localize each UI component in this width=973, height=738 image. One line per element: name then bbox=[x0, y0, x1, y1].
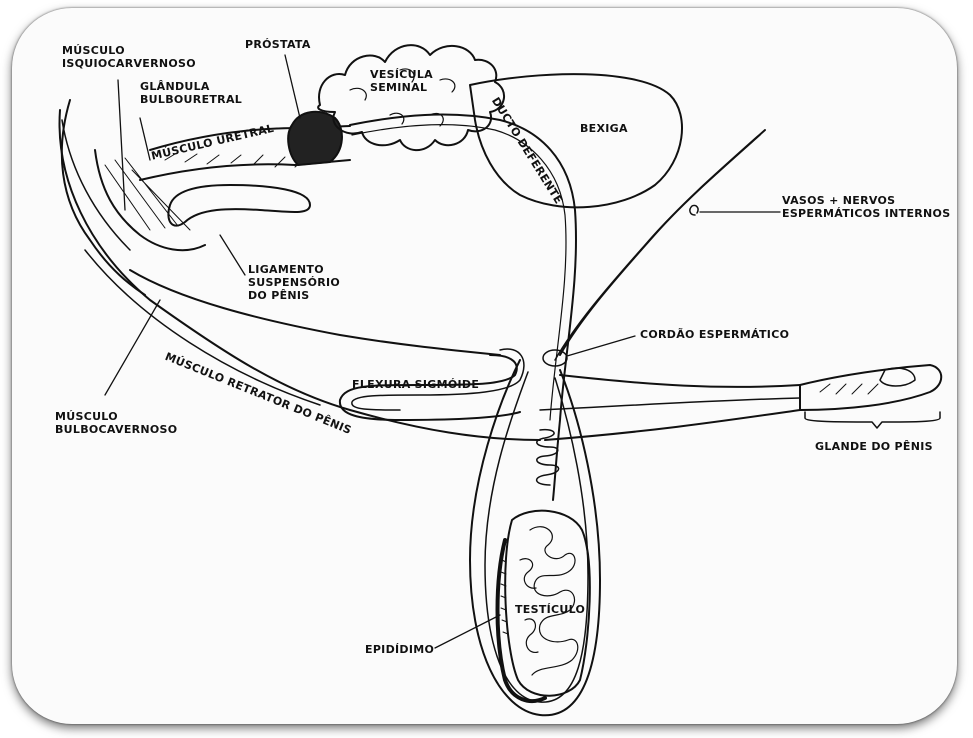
ischio-muscle bbox=[95, 150, 205, 250]
bladder bbox=[470, 74, 682, 207]
label-line: SUSPENSÓRIO bbox=[248, 276, 340, 289]
glans-bracket bbox=[805, 412, 940, 428]
label-line: VESÍCULA bbox=[370, 68, 433, 81]
bulbourethral-gland bbox=[168, 185, 310, 226]
label-line: GLANDE DO PÊNIS bbox=[815, 440, 933, 453]
glans-penis bbox=[800, 365, 941, 410]
label-prostata: PRÓSTATA bbox=[245, 38, 311, 51]
label-line: FLEXURA SIGMÓIDE bbox=[352, 378, 479, 391]
label-epididimo: EPIDÍDIMO bbox=[365, 643, 434, 656]
label-cordao-espermatico: CORDÃO ESPERMÁTICO bbox=[640, 328, 789, 341]
label-line: ISQUIOCARVERNOSO bbox=[62, 57, 196, 70]
label-vasos-nervos: VASOS + NERVOS ESPERMÁTICOS INTERNOS bbox=[782, 194, 950, 220]
label-line: ESPERMÁTICOS INTERNOS bbox=[782, 207, 950, 220]
label-line: EPIDÍDIMO bbox=[365, 643, 434, 656]
label-bexiga: BEXIGA bbox=[580, 122, 628, 135]
label-testiculo: TESTÍCULO bbox=[515, 603, 585, 616]
label-line: BULBOCAVERNOSO bbox=[55, 423, 177, 436]
leader-prostata bbox=[285, 55, 300, 118]
label-musculo-bulbocavernoso: MÚSCULO BULBOCAVERNOSO bbox=[55, 410, 177, 436]
label-glande-do-penis: GLANDE DO PÊNIS bbox=[815, 440, 933, 453]
spermatic-vessels bbox=[560, 130, 765, 355]
pelvis-inner bbox=[62, 120, 130, 250]
label-line: BULBOURETRAL bbox=[140, 93, 242, 106]
leader-isquio bbox=[118, 80, 125, 210]
label-line: PRÓSTATA bbox=[245, 38, 311, 51]
label-line: DO PÊNIS bbox=[248, 289, 340, 302]
penis-free-top bbox=[560, 375, 800, 387]
label-line: BEXIGA bbox=[580, 122, 628, 135]
label-line: SEMINAL bbox=[370, 81, 433, 94]
spermatic-cord-ring bbox=[543, 350, 567, 366]
label-line: LIGAMENTO bbox=[248, 263, 340, 276]
label-ligamento-suspensorio: LIGAMENTO SUSPENSÓRIO DO PÊNIS bbox=[248, 263, 340, 302]
label-line: MÚSCULO bbox=[62, 44, 196, 57]
penis-free-bottom bbox=[545, 410, 800, 440]
penis-mid bbox=[540, 398, 800, 410]
label-line: VASOS + NERVOS bbox=[782, 194, 950, 207]
leader-bulbocav bbox=[105, 300, 160, 395]
label-line: CORDÃO ESPERMÁTICO bbox=[640, 328, 789, 341]
leader-ligamento bbox=[220, 235, 245, 275]
label-musculo-isquiocarvernoso: MÚSCULO ISQUIOCARVERNOSO bbox=[62, 44, 196, 70]
testis-tubules bbox=[520, 527, 578, 675]
label-glandula-bulbouretral: GLÂNDULA BULBOURETRAL bbox=[140, 80, 242, 106]
leader-bulbouretral bbox=[140, 118, 150, 160]
label-line: MÚSCULO bbox=[55, 410, 177, 423]
seminal-vesicle bbox=[318, 45, 504, 150]
label-line: TESTÍCULO bbox=[515, 603, 585, 616]
label-line: GLÂNDULA bbox=[140, 80, 242, 93]
label-vesicula-seminal: VESÍCULA SEMINAL bbox=[370, 68, 433, 94]
label-flexura-sigmoide: FLEXURA SIGMÓIDE bbox=[352, 378, 479, 391]
